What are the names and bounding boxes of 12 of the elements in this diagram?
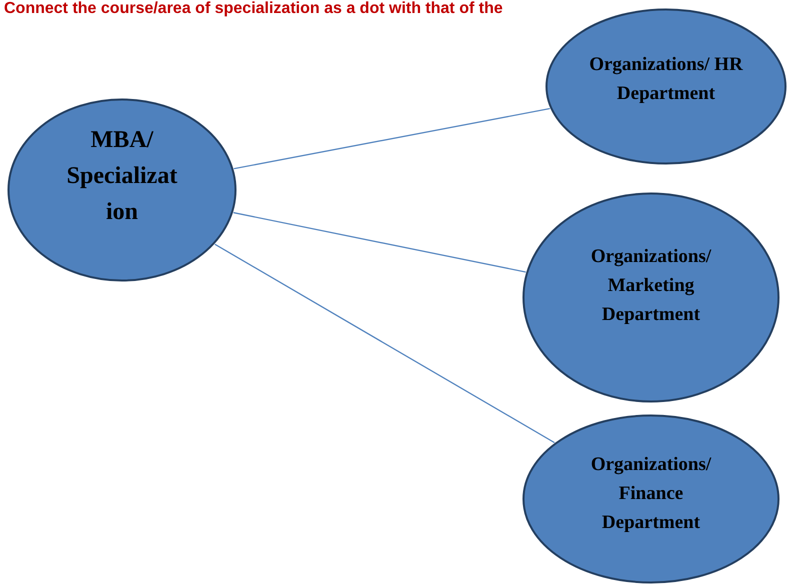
node-label: Organizations/ Finance Department xyxy=(590,452,712,534)
node-label: MBA/ Specializat ion xyxy=(66,126,178,227)
ellipse-node xyxy=(522,192,780,403)
node-label: Organizations/ Marketing Department xyxy=(590,245,712,327)
connector-line xyxy=(233,212,526,273)
connector-line xyxy=(214,244,555,444)
ellipse-node xyxy=(7,98,237,282)
connector-line xyxy=(234,108,550,170)
heading: Connect the course/area of specialization as a dot with that of the xyxy=(4,0,503,18)
ellipse-node xyxy=(522,414,780,584)
ellipse-node xyxy=(545,8,787,165)
node-label: Organizations/ HR Department xyxy=(588,52,744,106)
